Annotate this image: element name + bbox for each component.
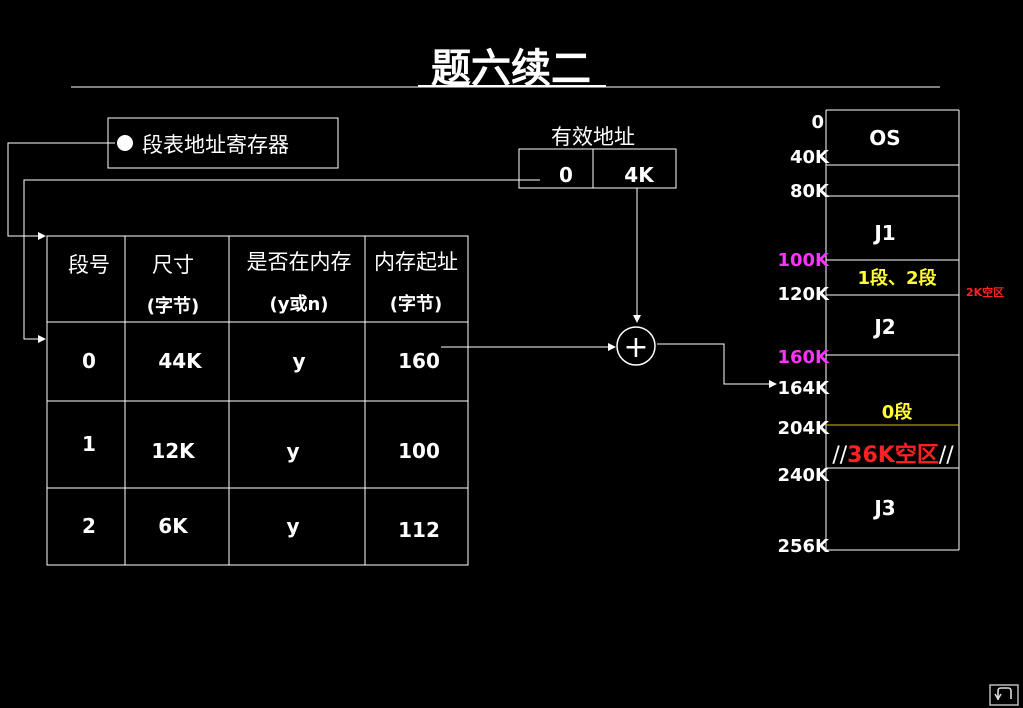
address-164k: 164K [777,378,830,399]
address-0: 0 [811,112,824,133]
segment-number-arrow [23,179,540,343]
row-1-size: 12K [151,439,196,463]
row-0-seg: 0 [82,349,96,373]
segment-table-register: 段表地址寄存器 [107,117,339,169]
register-label: 段表地址寄存器 [142,133,289,157]
address-256k: 256K [777,536,830,557]
row-2-size: 6K [158,514,189,538]
return-icon[interactable] [989,684,1019,706]
region-hole: //36K空区// [832,442,954,468]
region-j2: J2 [872,315,895,339]
region-hole-suffix: // [939,443,954,468]
row-1-present: y [286,439,299,463]
register-bullet-icon [117,135,133,151]
row-0-size: 44K [158,349,203,373]
address-204k: 204K [777,418,830,439]
memory-map: 0 40K 80K 100K 120K 160K 164K 204K 240K … [777,109,1004,557]
segment-table: 段号 尺寸 (字节) 是否在内存 (y或n) 内存起址 (字节) 0 44K y… [46,235,469,566]
adder: + [616,326,656,366]
address-80k: 80K [790,181,830,202]
address-40k: 40K [790,147,830,168]
address-100k: 100K [777,250,830,271]
side-note-2k-hole: 2K空区 [966,285,1004,299]
region-seg0: 0段 [882,401,914,423]
region-j1: J1 [872,221,895,245]
header-size: 尺寸 [152,253,194,277]
header-seg: 段号 [68,253,110,277]
region-hole-label: 36K空区 [847,442,939,468]
region-hole-prefix: // [832,443,847,468]
address-160k: 160K [777,347,830,368]
row-2-present: y [286,514,299,538]
header-present: 是否在内存 [247,250,352,274]
header-base: 内存起址 [374,250,458,274]
logical-address-segment: 0 [559,163,573,187]
region-j3: J3 [872,496,895,520]
row-1-base: 100 [398,439,440,463]
row-0-base: 160 [398,349,440,373]
register-to-table-arrow [7,142,115,240]
address-240k: 240K [777,465,830,486]
region-seg12: 1段、2段 [857,267,937,289]
header-present-unit: (y或n) [269,293,328,315]
header-base-unit: (字节) [390,293,442,315]
region-os: OS [869,126,900,150]
header-size-unit: (字节) [147,295,199,317]
adder-symbol: + [623,330,648,365]
logical-address-box: 0 4K [518,148,677,189]
page-title: 题六续二 [431,45,591,92]
logical-address-offset: 4K [624,163,655,187]
row-0-present: y [292,349,305,373]
logical-address-label: 有效地址 [551,125,635,149]
adder-to-memory-arrow [657,343,777,388]
row-2-base: 112 [398,518,440,542]
row-1-seg: 1 [82,432,96,456]
address-120k: 120K [777,284,830,305]
row-2-seg: 2 [82,514,96,538]
